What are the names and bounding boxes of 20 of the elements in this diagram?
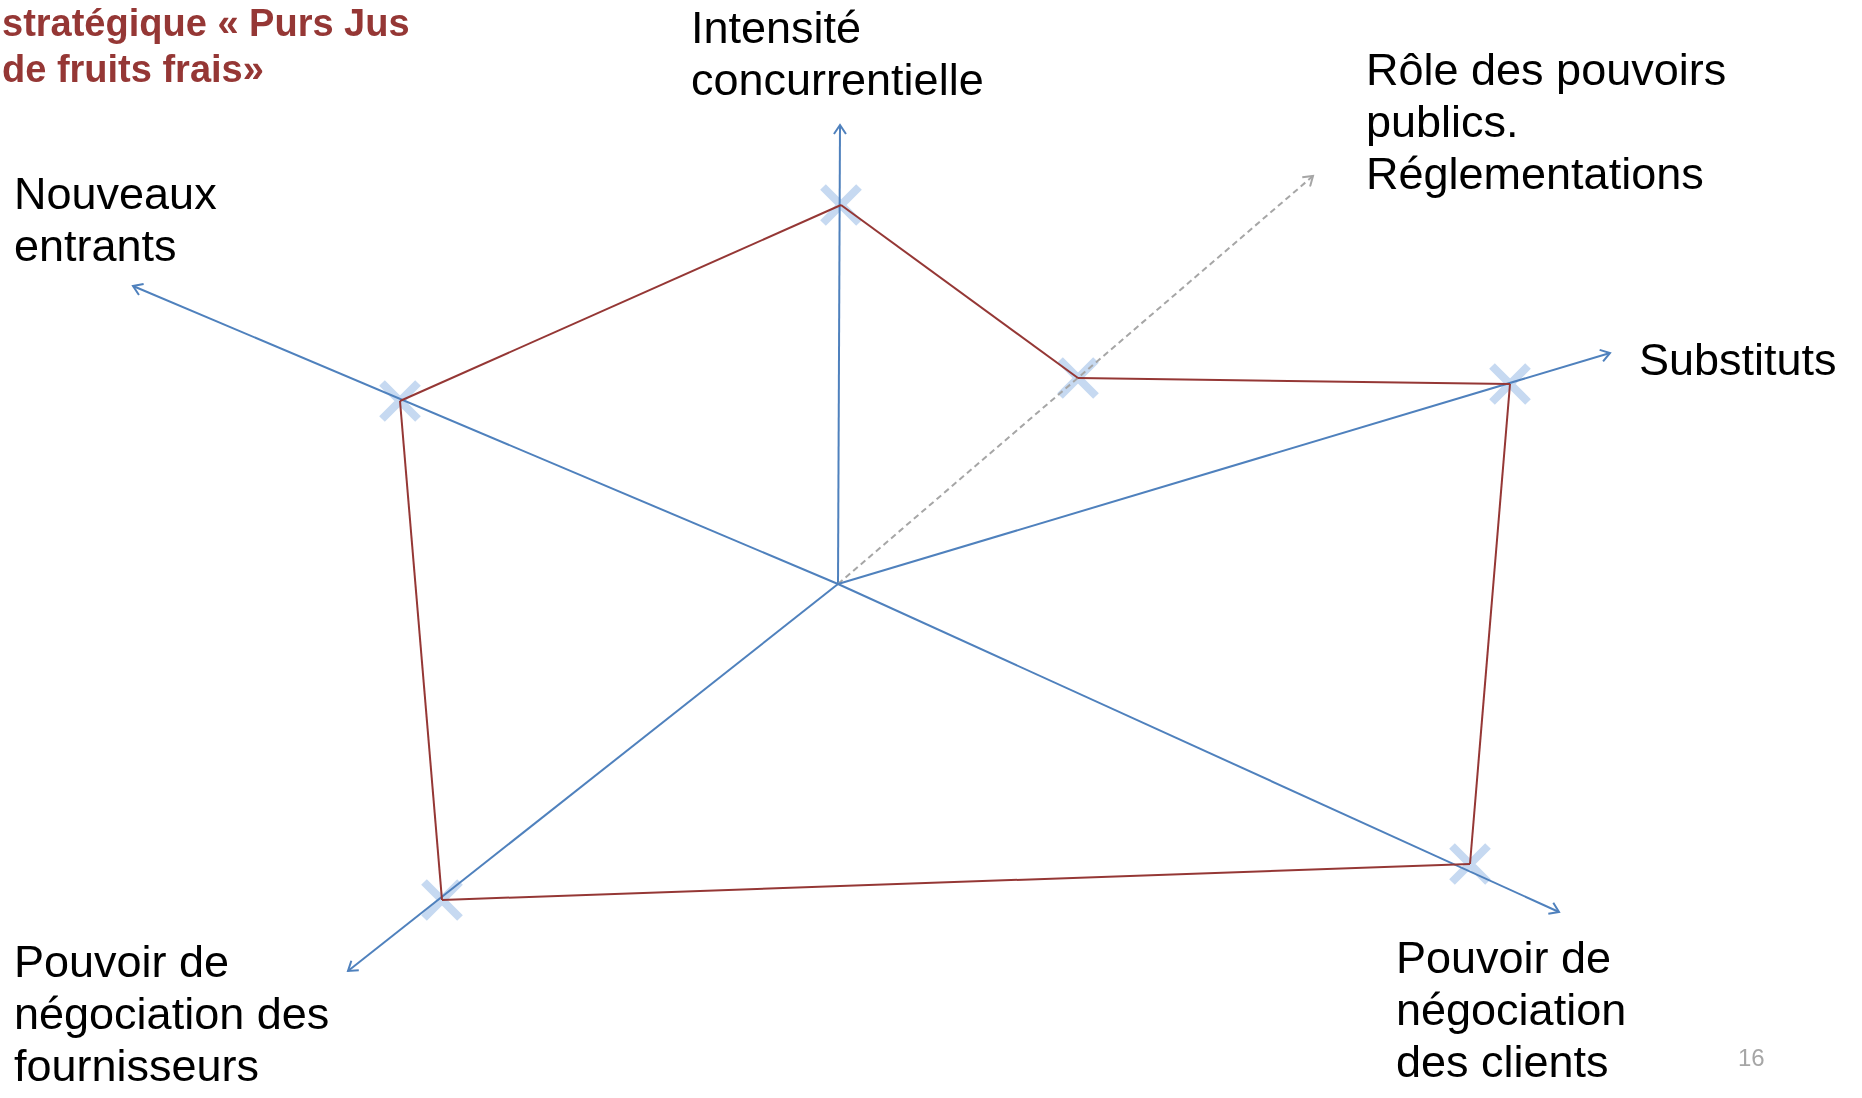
profile-line xyxy=(1077,377,1511,385)
axis-label: Intensité concurrentielle xyxy=(691,2,1031,106)
axis-arrow xyxy=(132,283,839,585)
axis-label: Pouvoir de négociation des fournisseurs xyxy=(14,936,374,1092)
page-number: 16 xyxy=(1738,1044,1765,1072)
profile-line xyxy=(441,863,1471,901)
profile-line xyxy=(840,204,1079,379)
title: stratégique « Purs Jus de fruits frais» xyxy=(2,1,411,92)
axis-arrow xyxy=(837,583,1560,915)
axis-label: Rôle des pouvoirs publics. Réglementations xyxy=(1366,44,1756,200)
axis-arrow xyxy=(837,348,1611,585)
profile-line xyxy=(399,204,842,402)
profile-line xyxy=(399,400,443,901)
axis-arrow xyxy=(347,583,839,972)
axis-arrow xyxy=(832,124,847,585)
profile-line xyxy=(1469,383,1511,865)
axis-label: Substituts xyxy=(1639,334,1862,386)
axis-label: Pouvoir de négociation des clients xyxy=(1396,932,1666,1088)
axis-arrow xyxy=(837,175,1314,585)
axis-label: Nouveaux entrants xyxy=(14,168,254,272)
